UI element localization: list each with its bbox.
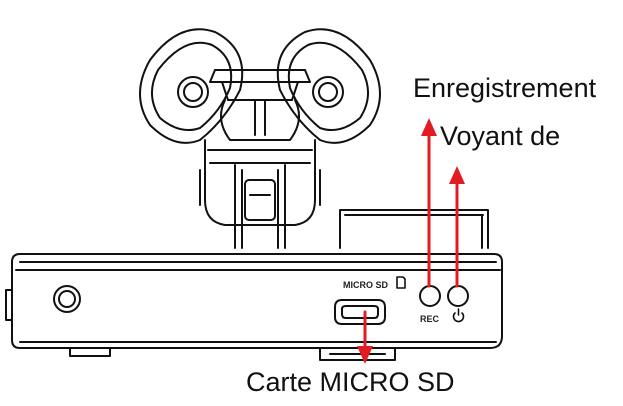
screen-housing [339,209,489,249]
indicator-led [447,285,469,307]
slot-label: MICRO SD [343,280,389,290]
callout-arrows [357,118,465,364]
camera-body [5,253,503,361]
micro-sd-slot [334,276,406,325]
rec-button [419,285,441,307]
suction-mount [139,28,381,249]
label-sd-card: Carte MICRO SD [246,367,455,397]
rec-label: REC [420,314,440,324]
label-indicator: Voyant de [440,121,561,151]
label-recording: Enregistrement [413,73,597,103]
